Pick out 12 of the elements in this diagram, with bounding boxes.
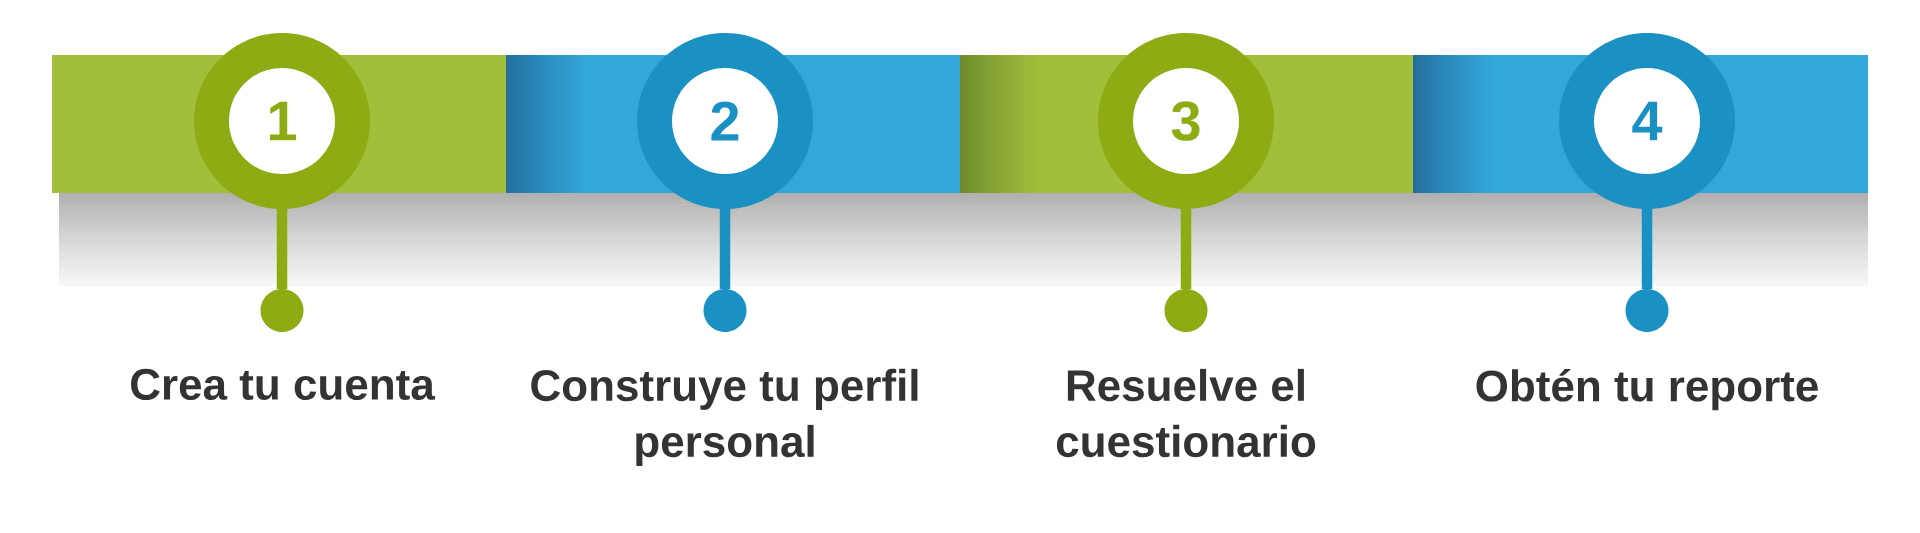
- dot: [260, 289, 304, 332]
- dot: [1164, 289, 1208, 332]
- stem-line: [1641, 209, 1653, 289]
- stem-line: [276, 209, 288, 289]
- stem-line: [1180, 209, 1192, 289]
- dot: [703, 289, 747, 332]
- step-label: Crea tu cuenta: [131, 368, 436, 401]
- step-label: Resuelve el cuestionario: [1056, 368, 1316, 458]
- step-label: Obtén tu reporte: [1476, 368, 1818, 411]
- step-label: Construye tu perfil personal: [531, 368, 918, 466]
- stem-line: [719, 209, 731, 289]
- dot: [1625, 289, 1669, 332]
